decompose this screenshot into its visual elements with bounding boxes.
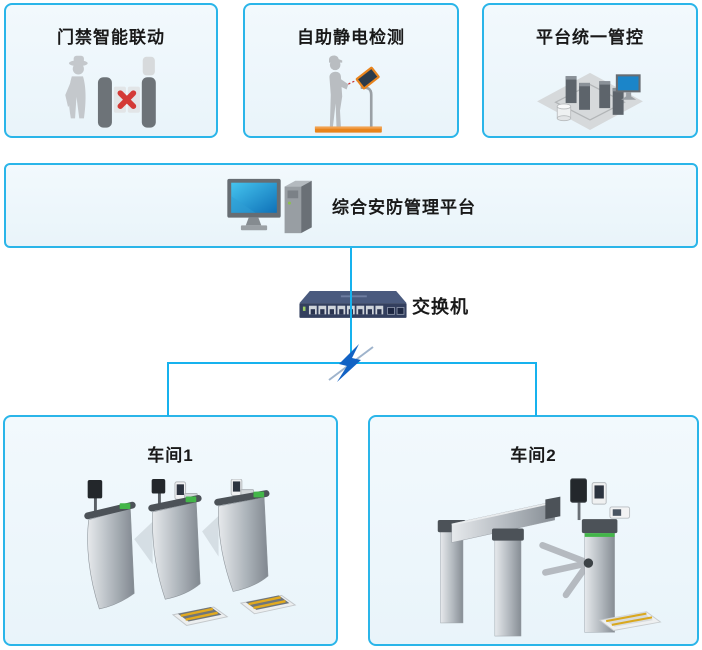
platform-label: 综合安防管理平台 [332, 198, 476, 217]
switch-label: 交换机 [412, 297, 469, 317]
workshop-title: 车间2 [510, 446, 557, 465]
workshop-title: 车间1 [147, 446, 194, 465]
workshop-1-card: 车间1 [3, 415, 338, 646]
database-cylinder-icon [556, 103, 572, 122]
denied-x-icon [117, 90, 137, 109]
network-switch [296, 283, 410, 330]
platform-control-icon [537, 72, 643, 130]
connector-platform-to-junction-line [350, 248, 352, 364]
feature-title: 自助静电检测 [297, 28, 405, 47]
lightning-link-icon [328, 344, 374, 382]
tripod-turnstile-icon [437, 478, 662, 637]
feature-title: 平台统一管控 [536, 28, 644, 47]
access-control-linkage-icon [65, 55, 156, 128]
feature-card-platform-control: 平台统一管控 [482, 3, 698, 138]
feature-title: 门禁智能联动 [57, 28, 165, 47]
network-switch-icon [299, 291, 407, 318]
static-detection-icon [314, 55, 382, 133]
network-link [326, 342, 376, 389]
management-platform-bar: 综合安防管理平台 [4, 163, 698, 248]
flap-barrier-gates-icon [84, 479, 297, 626]
connector-left-drop-line [167, 362, 169, 416]
connector-right-drop-line [535, 362, 537, 416]
esd-footplate-icon [598, 611, 662, 631]
esd-footplate-icon [171, 606, 229, 626]
feature-card-static-detection: 自助静电检测 [243, 3, 459, 138]
workshop-2-card: 车间2 [368, 415, 699, 646]
feature-card-access-linkage: 门禁智能联动 [4, 3, 218, 138]
esd-footplate-icon [239, 594, 297, 615]
desktop-computer-icon [227, 178, 312, 233]
monitor-icon [615, 74, 641, 100]
